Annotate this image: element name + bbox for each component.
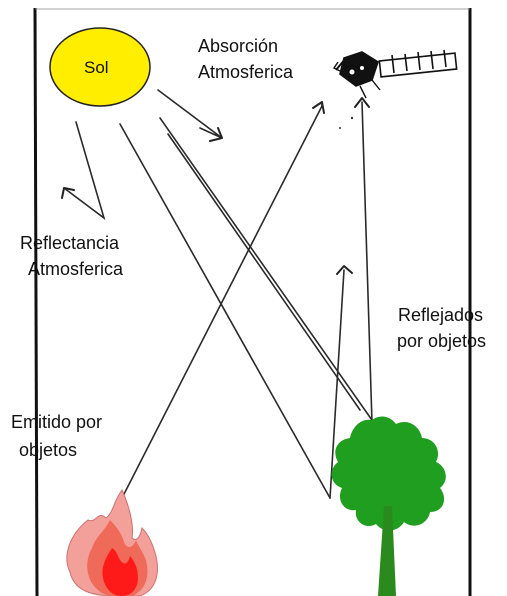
reflectance-label-line2: Atmosferica (28, 259, 124, 279)
satellite-icon (332, 49, 458, 99)
tree-icon (331, 416, 446, 596)
reflected-satellite-arrowhead (354, 97, 370, 108)
reflected-label-line1: Reflejados (398, 305, 483, 325)
absorption-ray (157, 89, 223, 139)
reflected-ray-short (329, 269, 345, 499)
sun-ray-to-tree (159, 117, 375, 424)
reflected-ray-to-satellite (361, 101, 373, 424)
sun-label: Sol (84, 58, 109, 77)
reflectance-ray (63, 121, 106, 221)
absorption-label-line1: Absorción (198, 36, 278, 56)
radiation-rays (61, 89, 375, 499)
absorption-arrowhead (209, 127, 223, 142)
dot-3 (339, 127, 341, 129)
reflectance-label-line1: Reflectancia (20, 233, 120, 253)
sun-ray-to-ground (119, 123, 331, 499)
dot-1 (320, 103, 324, 107)
emitted-arrowhead (312, 101, 325, 114)
sun-ray-to-tree-2 (167, 133, 361, 411)
fire-icon (66, 488, 158, 596)
emitted-label-line1: Emitido por (11, 412, 102, 432)
reflected-label-line2: por objetos (397, 331, 486, 351)
left-border (33, 7, 39, 596)
emitted-label-line2: objetos (19, 440, 77, 460)
emitted-ray (121, 105, 323, 499)
dot-2 (350, 116, 354, 120)
reflectance-arrowhead (61, 187, 75, 199)
sun-icon (49, 27, 151, 107)
reflected-short-arrowhead (336, 265, 353, 275)
absorption-label-line2: Atmosferica (198, 62, 294, 82)
